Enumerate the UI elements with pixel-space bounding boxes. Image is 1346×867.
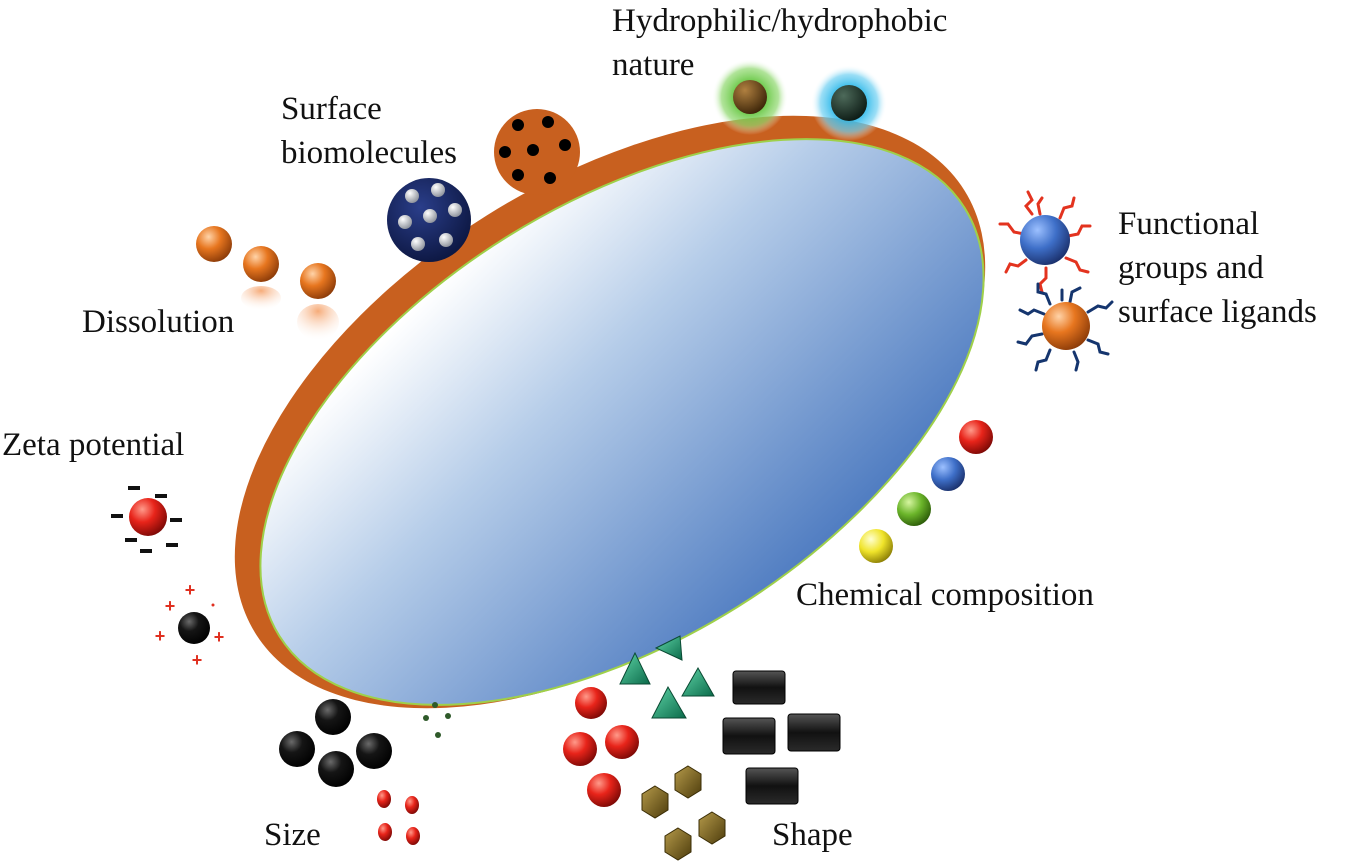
- positively-charged-black-particle-icon: + + + + +: [155, 580, 225, 670]
- green-triangles-shape-icon: [619, 635, 715, 719]
- red-spheres-shape-icon: [563, 687, 639, 807]
- svg-text:+: +: [192, 650, 203, 670]
- functional-groups-line-1: Functional: [1118, 206, 1260, 242]
- brown-particle-green-glow-icon: [712, 59, 788, 135]
- size-label: Size: [264, 817, 321, 853]
- functional-groups-label: Functional groups and surface ligands: [1118, 202, 1317, 334]
- surface-biomolecules-label: Surface biomolecules: [281, 87, 457, 175]
- svg-text:+: +: [214, 627, 225, 647]
- dissolution-label: Dissolution: [82, 304, 235, 340]
- orange-particle-with-blue-ligands-icon: [1016, 282, 1114, 372]
- olive-hexagons-shape-icon: [641, 765, 726, 861]
- hydrophilic-hydrophobic-label: Hydrophilic/hydrophobic nature: [612, 0, 947, 87]
- small-green-dots-icon: [423, 702, 451, 738]
- orange-particle-with-black-dots-icon: [494, 109, 580, 195]
- black-and-red-spheres-size-icon: [279, 699, 420, 845]
- central-ellipse: [234, 115, 986, 709]
- dark-particle-cyan-glow-icon: [811, 65, 887, 141]
- hydrophilic-label-line-1: Hydrophilic/hydrophobic: [612, 3, 948, 39]
- blue-particle-with-red-ligands-icon: [998, 190, 1092, 294]
- black-rectangles-shape-icon: [722, 670, 841, 805]
- dissolving-orange-spheres-icon: [196, 226, 339, 340]
- svg-text:+: +: [165, 596, 176, 616]
- functional-groups-line-2: groups and: [1118, 250, 1264, 286]
- shape-label: Shape: [772, 817, 853, 853]
- hydrophilic-label-line-2: nature: [612, 47, 695, 83]
- surface-biomolecules-line-2: biomolecules: [281, 135, 457, 171]
- colored-spheres-composition-icon: [859, 420, 993, 563]
- surface-biomolecules-line-1: Surface: [281, 91, 382, 127]
- chemical-composition-label: Chemical composition: [796, 577, 1094, 613]
- negatively-charged-red-particle-icon: [111, 486, 182, 553]
- navy-particle-with-silver-dots-icon: [387, 178, 471, 262]
- zeta-potential-label: Zeta potential: [2, 427, 185, 463]
- functional-groups-line-3: surface ligands: [1118, 294, 1317, 330]
- svg-text:+: +: [155, 626, 166, 646]
- svg-text:+: +: [185, 580, 196, 600]
